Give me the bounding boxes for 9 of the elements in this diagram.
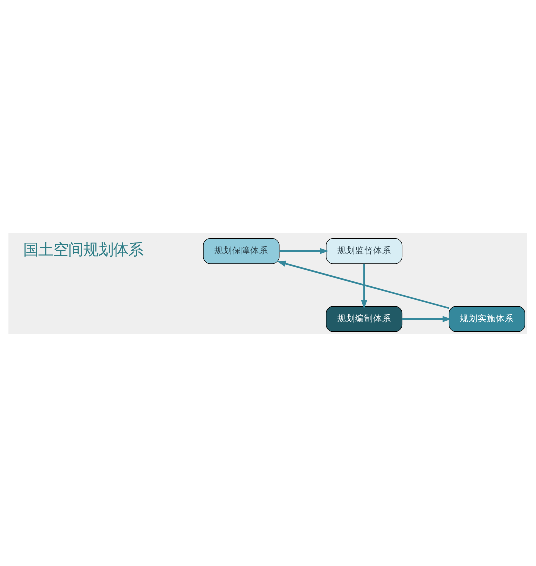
arrow <box>277 260 450 309</box>
arrow <box>361 263 368 309</box>
arrow <box>402 316 452 322</box>
arrow <box>280 248 329 254</box>
node-box: 规划实施体系 <box>448 306 526 332</box>
node-box: 规划编制体系 <box>326 306 403 332</box>
node-box: 规划保障体系 <box>203 238 280 264</box>
node-box: 规划监督体系 <box>326 238 403 264</box>
node-text: 国土空间规划体系 <box>24 240 144 259</box>
